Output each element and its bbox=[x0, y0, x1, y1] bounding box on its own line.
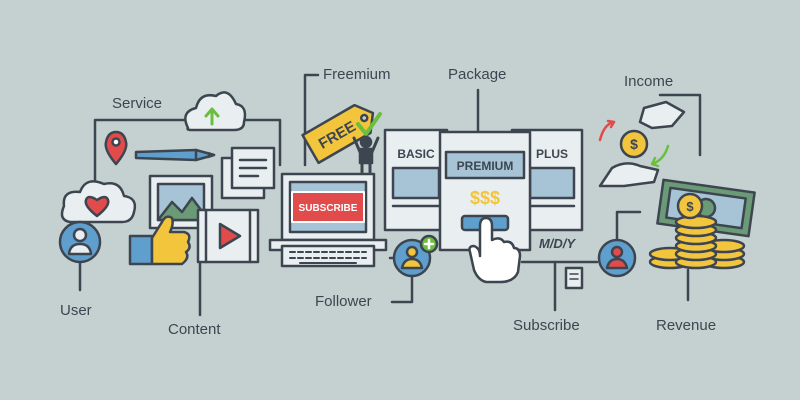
label-revenue: Revenue bbox=[656, 317, 717, 334]
hand-coin-icon bbox=[598, 100, 686, 188]
label-freemium: Freemium bbox=[323, 66, 391, 83]
cloud-upload-icon bbox=[184, 91, 247, 132]
label-income: Income bbox=[624, 73, 674, 90]
pencil-icon bbox=[134, 148, 216, 162]
plan-plus-label: PLUS bbox=[536, 147, 568, 161]
label-package: Package bbox=[448, 66, 507, 83]
label-service: Service bbox=[112, 95, 163, 112]
stack-coin-dollar-symbol: $ bbox=[686, 199, 694, 214]
video-icon bbox=[196, 208, 260, 264]
small-document-icon bbox=[564, 266, 584, 290]
plan-basic-label: BASIC bbox=[397, 147, 435, 161]
map-pin-icon bbox=[104, 130, 128, 166]
plan-premium-label: PREMIUM bbox=[457, 159, 514, 173]
heart-cloud-icon bbox=[60, 180, 137, 224]
subscriber-avatar-icon bbox=[597, 238, 637, 278]
coin-dollar-symbol: $ bbox=[630, 136, 638, 152]
plan-card-basic bbox=[383, 128, 449, 232]
user-avatar-icon bbox=[58, 220, 102, 264]
thumbs-up-icon bbox=[128, 215, 191, 266]
label-content: Content bbox=[168, 321, 221, 338]
billing-period-label: M/D/Y bbox=[539, 236, 576, 251]
subscribe-screen-button: SUBSCRIBE bbox=[299, 203, 358, 214]
label-user: User bbox=[60, 302, 92, 319]
cheering-person-icon bbox=[352, 135, 380, 174]
plan-price-symbols: $$$ bbox=[470, 188, 500, 208]
label-follower: Follower bbox=[315, 293, 372, 310]
connector-lines bbox=[78, 73, 702, 317]
label-subscribe: Subscribe bbox=[513, 317, 580, 334]
checkmark-icon bbox=[356, 112, 382, 136]
add-follower-icon bbox=[392, 234, 439, 278]
cursor-hand-icon bbox=[468, 216, 522, 284]
keyboard-icon bbox=[280, 244, 376, 268]
document-icon bbox=[220, 146, 276, 200]
coin-stack-icon bbox=[648, 192, 746, 270]
